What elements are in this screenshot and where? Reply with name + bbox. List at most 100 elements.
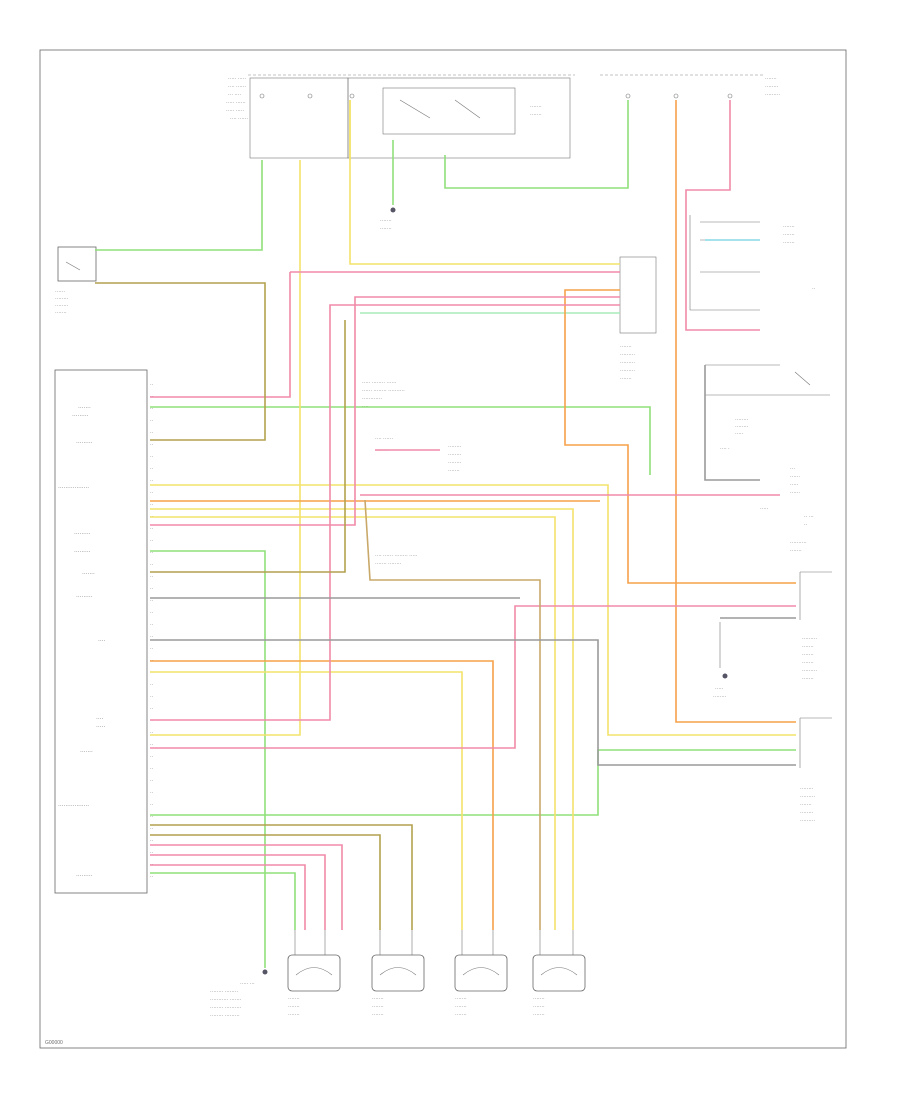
svg-text:·······: ······· <box>530 112 542 118</box>
svg-text:··: ·· <box>150 754 154 760</box>
svg-text:·········: ········· <box>72 413 89 419</box>
svg-text:··: ·· <box>150 490 154 496</box>
svg-text:········: ········ <box>448 452 462 458</box>
wire-pink-7 <box>685 100 760 331</box>
note-callouts: ····· ········ ······ ······ ········ ··… <box>362 380 462 567</box>
ground-symbol-right: ····· ········ <box>713 622 728 700</box>
svg-text:······: ······ <box>55 289 65 295</box>
svg-text:···· ······: ···· ······ <box>230 116 248 122</box>
svg-text:·······: ······· <box>620 376 632 382</box>
wire-olive-4 <box>150 834 381 930</box>
svg-text:·········: ········· <box>74 549 91 555</box>
svg-text:······· ········: ······· ········ <box>375 561 402 567</box>
svg-text:·······: ······· <box>455 996 467 1002</box>
svg-text:········ ········: ········ ········ <box>210 989 238 995</box>
svg-text:··: ·· <box>150 598 154 604</box>
svg-text:·······: ······· <box>533 1012 545 1018</box>
wire-gray-1 <box>150 639 796 766</box>
wire-pink-6 <box>150 864 306 930</box>
svg-text:·······: ······· <box>448 468 460 474</box>
svg-text:··: ·· <box>150 634 154 640</box>
wire-yellow-2 <box>349 100 620 265</box>
svg-text:·······: ······· <box>82 571 95 577</box>
svg-text:·········: ········· <box>76 873 93 879</box>
svg-text:·······: ······· <box>530 104 542 110</box>
svg-text:··: ·· <box>150 826 154 832</box>
svg-text:············: ············ <box>362 396 382 402</box>
svg-text:·····: ····· <box>96 724 105 730</box>
svg-text:········ ·········: ········ ········· <box>210 1013 240 1019</box>
wire-green-1 <box>95 160 263 251</box>
svg-text:···: ··· <box>790 466 795 472</box>
wire-pink-2 <box>150 296 620 526</box>
svg-text:·········: ········· <box>620 368 635 374</box>
wheel-speed-sensor-lf: ······· ······· ······· <box>287 930 341 1018</box>
svg-text:··: ·· <box>150 454 154 460</box>
svg-text:·······: ······· <box>55 310 67 316</box>
svg-text:··: ·· <box>150 670 154 676</box>
stability-switch: ········ ········ ····· ···· · <box>705 364 830 452</box>
wheel-speed-sensor-rf: ······· ······· ······· <box>371 930 425 1018</box>
svg-text:····· ·····: ····· ····· <box>226 108 244 114</box>
svg-text:··········: ·········· <box>790 540 807 546</box>
svg-text:········ ··········: ········ ·········· <box>210 1005 242 1011</box>
wire-green-3 <box>150 406 651 475</box>
svg-text:······ ········ ··········: ······ ········ ·········· <box>362 388 405 394</box>
svg-text:········: ········ <box>55 296 69 302</box>
svg-text:·······: ······· <box>80 749 93 755</box>
steering-angle-sensor: ······· ······· ······· ·· <box>689 215 816 311</box>
wire-orange-1 <box>675 100 796 723</box>
svg-text:··: ·· <box>150 850 154 856</box>
svg-text:··: ·· <box>150 874 154 880</box>
svg-text:·················: ················· <box>58 485 89 491</box>
fuse-block-right: ······· ········ ········· <box>600 74 780 99</box>
wire-yellow-3 <box>150 484 796 736</box>
svg-text:····· ·····: ····· ····· <box>228 76 246 82</box>
svg-text:······: ······ <box>790 474 800 480</box>
wheel-speed-sensor-rr: ······· ······· ······· <box>532 930 586 1018</box>
wire-yellow-1 <box>150 160 301 736</box>
svg-text:··: ·· <box>804 522 808 528</box>
svg-text:··: ·· <box>150 730 154 736</box>
wire-green-7 <box>444 100 629 189</box>
svg-text:·······: ······· <box>802 660 814 666</box>
svg-text:··: ·· <box>150 706 154 712</box>
wire-yellow-5 <box>150 671 463 930</box>
brake-pressure-switch: ······ ········ ········ ······· <box>55 246 97 316</box>
fuse-block-top: ····· ····· ···· ······ ··· ···· ····· ·… <box>226 74 575 159</box>
svg-text:·······: ······· <box>78 405 91 411</box>
svg-text:··: ·· <box>150 562 154 568</box>
svg-text:··: ·· <box>150 790 154 796</box>
svg-text:·······: ······· <box>533 1004 545 1010</box>
svg-text:··: ·· <box>150 538 154 544</box>
wire-green-5 <box>150 749 796 816</box>
svg-text:···· ······ ········ ·····: ···· ······ ········ ····· <box>375 553 418 559</box>
wire-green-6 <box>150 872 296 930</box>
svg-text:········: ········ <box>765 84 779 90</box>
svg-text:····· ········ ······: ····· ········ ······ <box>362 380 397 386</box>
svg-text:··: ·· <box>150 610 154 616</box>
svg-text:·······: ······· <box>380 226 392 232</box>
svg-text:····: ···· <box>96 716 103 722</box>
svg-text:··: ·· <box>150 586 154 592</box>
svg-text:·· ···: ·· ··· <box>804 514 814 520</box>
svg-text:··: ·· <box>150 718 154 724</box>
svg-text:·······: ······· <box>783 224 795 230</box>
svg-text:··: ·· <box>150 430 154 436</box>
svg-text:·····: ····· <box>735 431 744 437</box>
wire-yellow-4 <box>150 508 574 930</box>
svg-text:··: ·· <box>812 286 816 292</box>
lateral-accelerometer: ········ ········· ······· ········ ····… <box>799 717 832 824</box>
svg-text:·······: ······· <box>288 1004 300 1010</box>
svg-text:··: ·· <box>150 466 154 472</box>
svg-text:·······: ······· <box>790 548 802 554</box>
diagram-frame <box>39 49 847 1049</box>
svg-text:··: ·· <box>150 550 154 556</box>
svg-text:·······: ······· <box>802 644 814 650</box>
svg-text:········: ········ <box>448 444 462 450</box>
wire-pink-4 <box>150 605 796 749</box>
svg-text:·······: ······· <box>372 996 384 1002</box>
svg-text:·······: ······· <box>372 1004 384 1010</box>
svg-text:··: ·· <box>150 694 154 700</box>
